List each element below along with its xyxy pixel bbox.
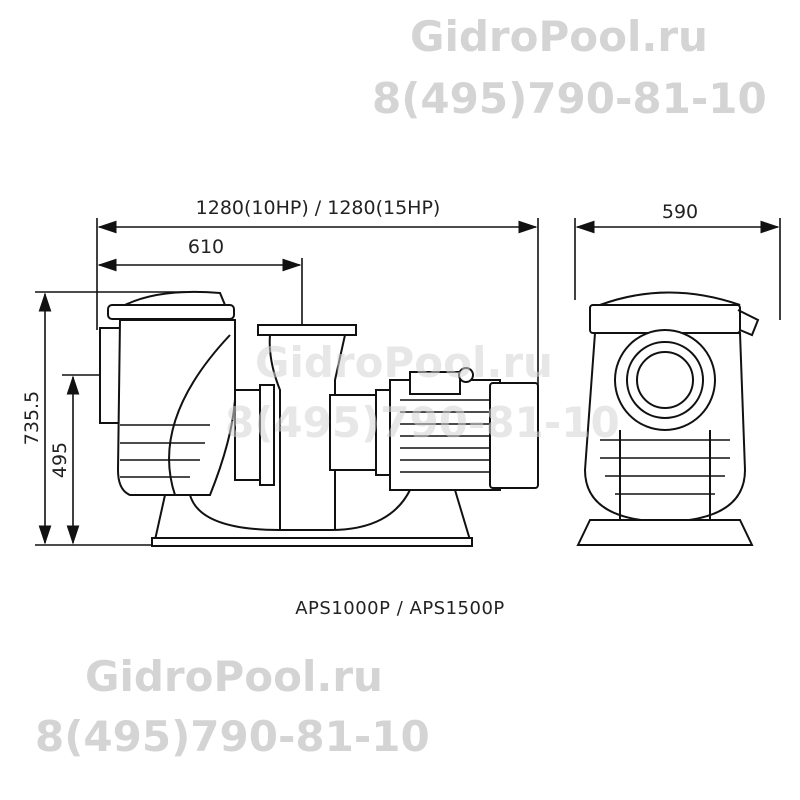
watermark-phone-center: 8(495)790-81-10 [225,398,620,447]
label-width: 590 [662,201,698,223]
label-overall-length: 1280(10HP) / 1280(15HP) [196,197,441,219]
watermark-site-bottom: GidroPool.ru [85,652,383,701]
watermark-site-center: GidroPool.ru [255,338,553,387]
watermark-phone-top: 8(495)790-81-10 [372,74,767,123]
watermark-phone-bottom: 8(495)790-81-10 [35,712,430,761]
model-caption: APS1000P / APS1500P [295,598,505,619]
label-inlet-height: 495 [49,442,71,478]
label-height: 735.5 [21,391,43,445]
pump-front-view [576,291,760,546]
pump-side-view [99,290,539,547]
watermark-site-top: GidroPool.ru [410,12,708,61]
label-inlet-to-outlet: 610 [188,236,224,258]
